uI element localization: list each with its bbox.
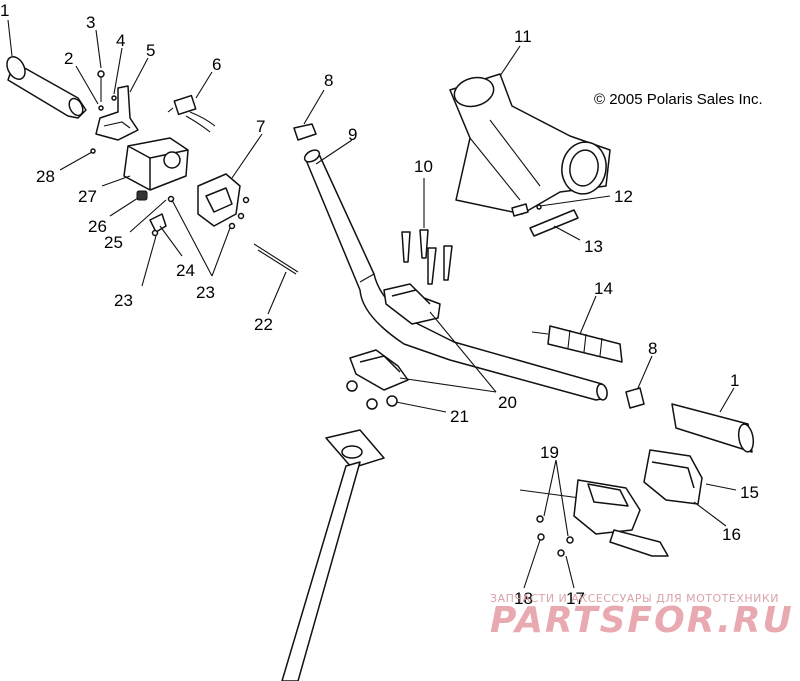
callout-16: 16	[722, 525, 741, 544]
callout-20: 20	[498, 393, 517, 412]
end-plug-top	[293, 123, 317, 141]
clamp-bolts	[401, 229, 453, 285]
plug	[136, 190, 148, 201]
steering-post	[281, 429, 385, 681]
watermark-tagline: ЗАПЧАСТИ И АКСЕССУАРЫ ДЛЯ МОТОТЕХНИКИ	[490, 592, 779, 605]
switch-assembly	[197, 173, 250, 230]
heated-grip	[531, 325, 623, 363]
callout-14: 14	[594, 279, 613, 298]
callout-11: 11	[514, 27, 532, 46]
nuts	[346, 380, 398, 410]
callout-10: 10	[414, 157, 433, 176]
callout-23-right: 23	[196, 283, 215, 302]
throttle-housing	[123, 137, 189, 191]
left-grip	[6, 56, 87, 119]
right-switch-housing	[643, 449, 703, 505]
handlebar-pod-cover	[449, 73, 611, 215]
callout-1-right: 1	[730, 371, 739, 390]
cover-plate	[149, 213, 167, 233]
watermark-logo: PARTSFOR.RU	[490, 600, 794, 641]
end-plug-right	[625, 387, 645, 409]
callout-23-left: 23	[114, 291, 133, 310]
callout-8-top: 8	[324, 71, 333, 90]
callout-27: 27	[78, 187, 97, 206]
connector-block	[167, 94, 216, 133]
callout-6: 6	[212, 55, 221, 74]
lever-screws	[536, 515, 574, 557]
callout-2: 2	[64, 49, 73, 68]
callout-21: 21	[450, 407, 469, 426]
callout-25: 25	[104, 233, 123, 252]
leader-lines	[7, 19, 737, 589]
callout-24: 24	[176, 261, 195, 280]
callout-8-right: 8	[648, 339, 657, 358]
callout-3: 3	[86, 13, 95, 32]
lower-clamp	[349, 349, 409, 391]
callout-numbers: 1 2 3 4 5 6 7 8 9 10 11 12 13 14 8 1 15 …	[0, 1, 759, 608]
throttle-bracket	[95, 85, 139, 141]
callout-12: 12	[614, 187, 633, 206]
brake-master-cylinder	[519, 479, 669, 557]
copyright-notice: © 2005 Polaris Sales Inc.	[594, 91, 763, 108]
pod-fasteners	[511, 203, 579, 237]
throttle-cable	[253, 243, 299, 273]
upper-clamp	[383, 283, 441, 325]
small-screws	[90, 70, 117, 154]
callout-15: 15	[740, 483, 759, 502]
callout-17: 17	[566, 589, 585, 608]
callout-26: 26	[88, 217, 107, 236]
callout-28: 28	[36, 167, 55, 186]
callout-22: 22	[254, 315, 273, 334]
callout-7: 7	[256, 117, 265, 136]
callout-19: 19	[540, 443, 559, 462]
callout-18: 18	[514, 589, 533, 608]
callout-9: 9	[348, 125, 357, 144]
right-grip	[671, 403, 755, 453]
handlebar	[303, 149, 608, 401]
callout-13: 13	[584, 237, 603, 256]
callout-5: 5	[146, 41, 155, 60]
callout-1-left: 1	[0, 1, 9, 20]
callout-4: 4	[116, 31, 125, 50]
